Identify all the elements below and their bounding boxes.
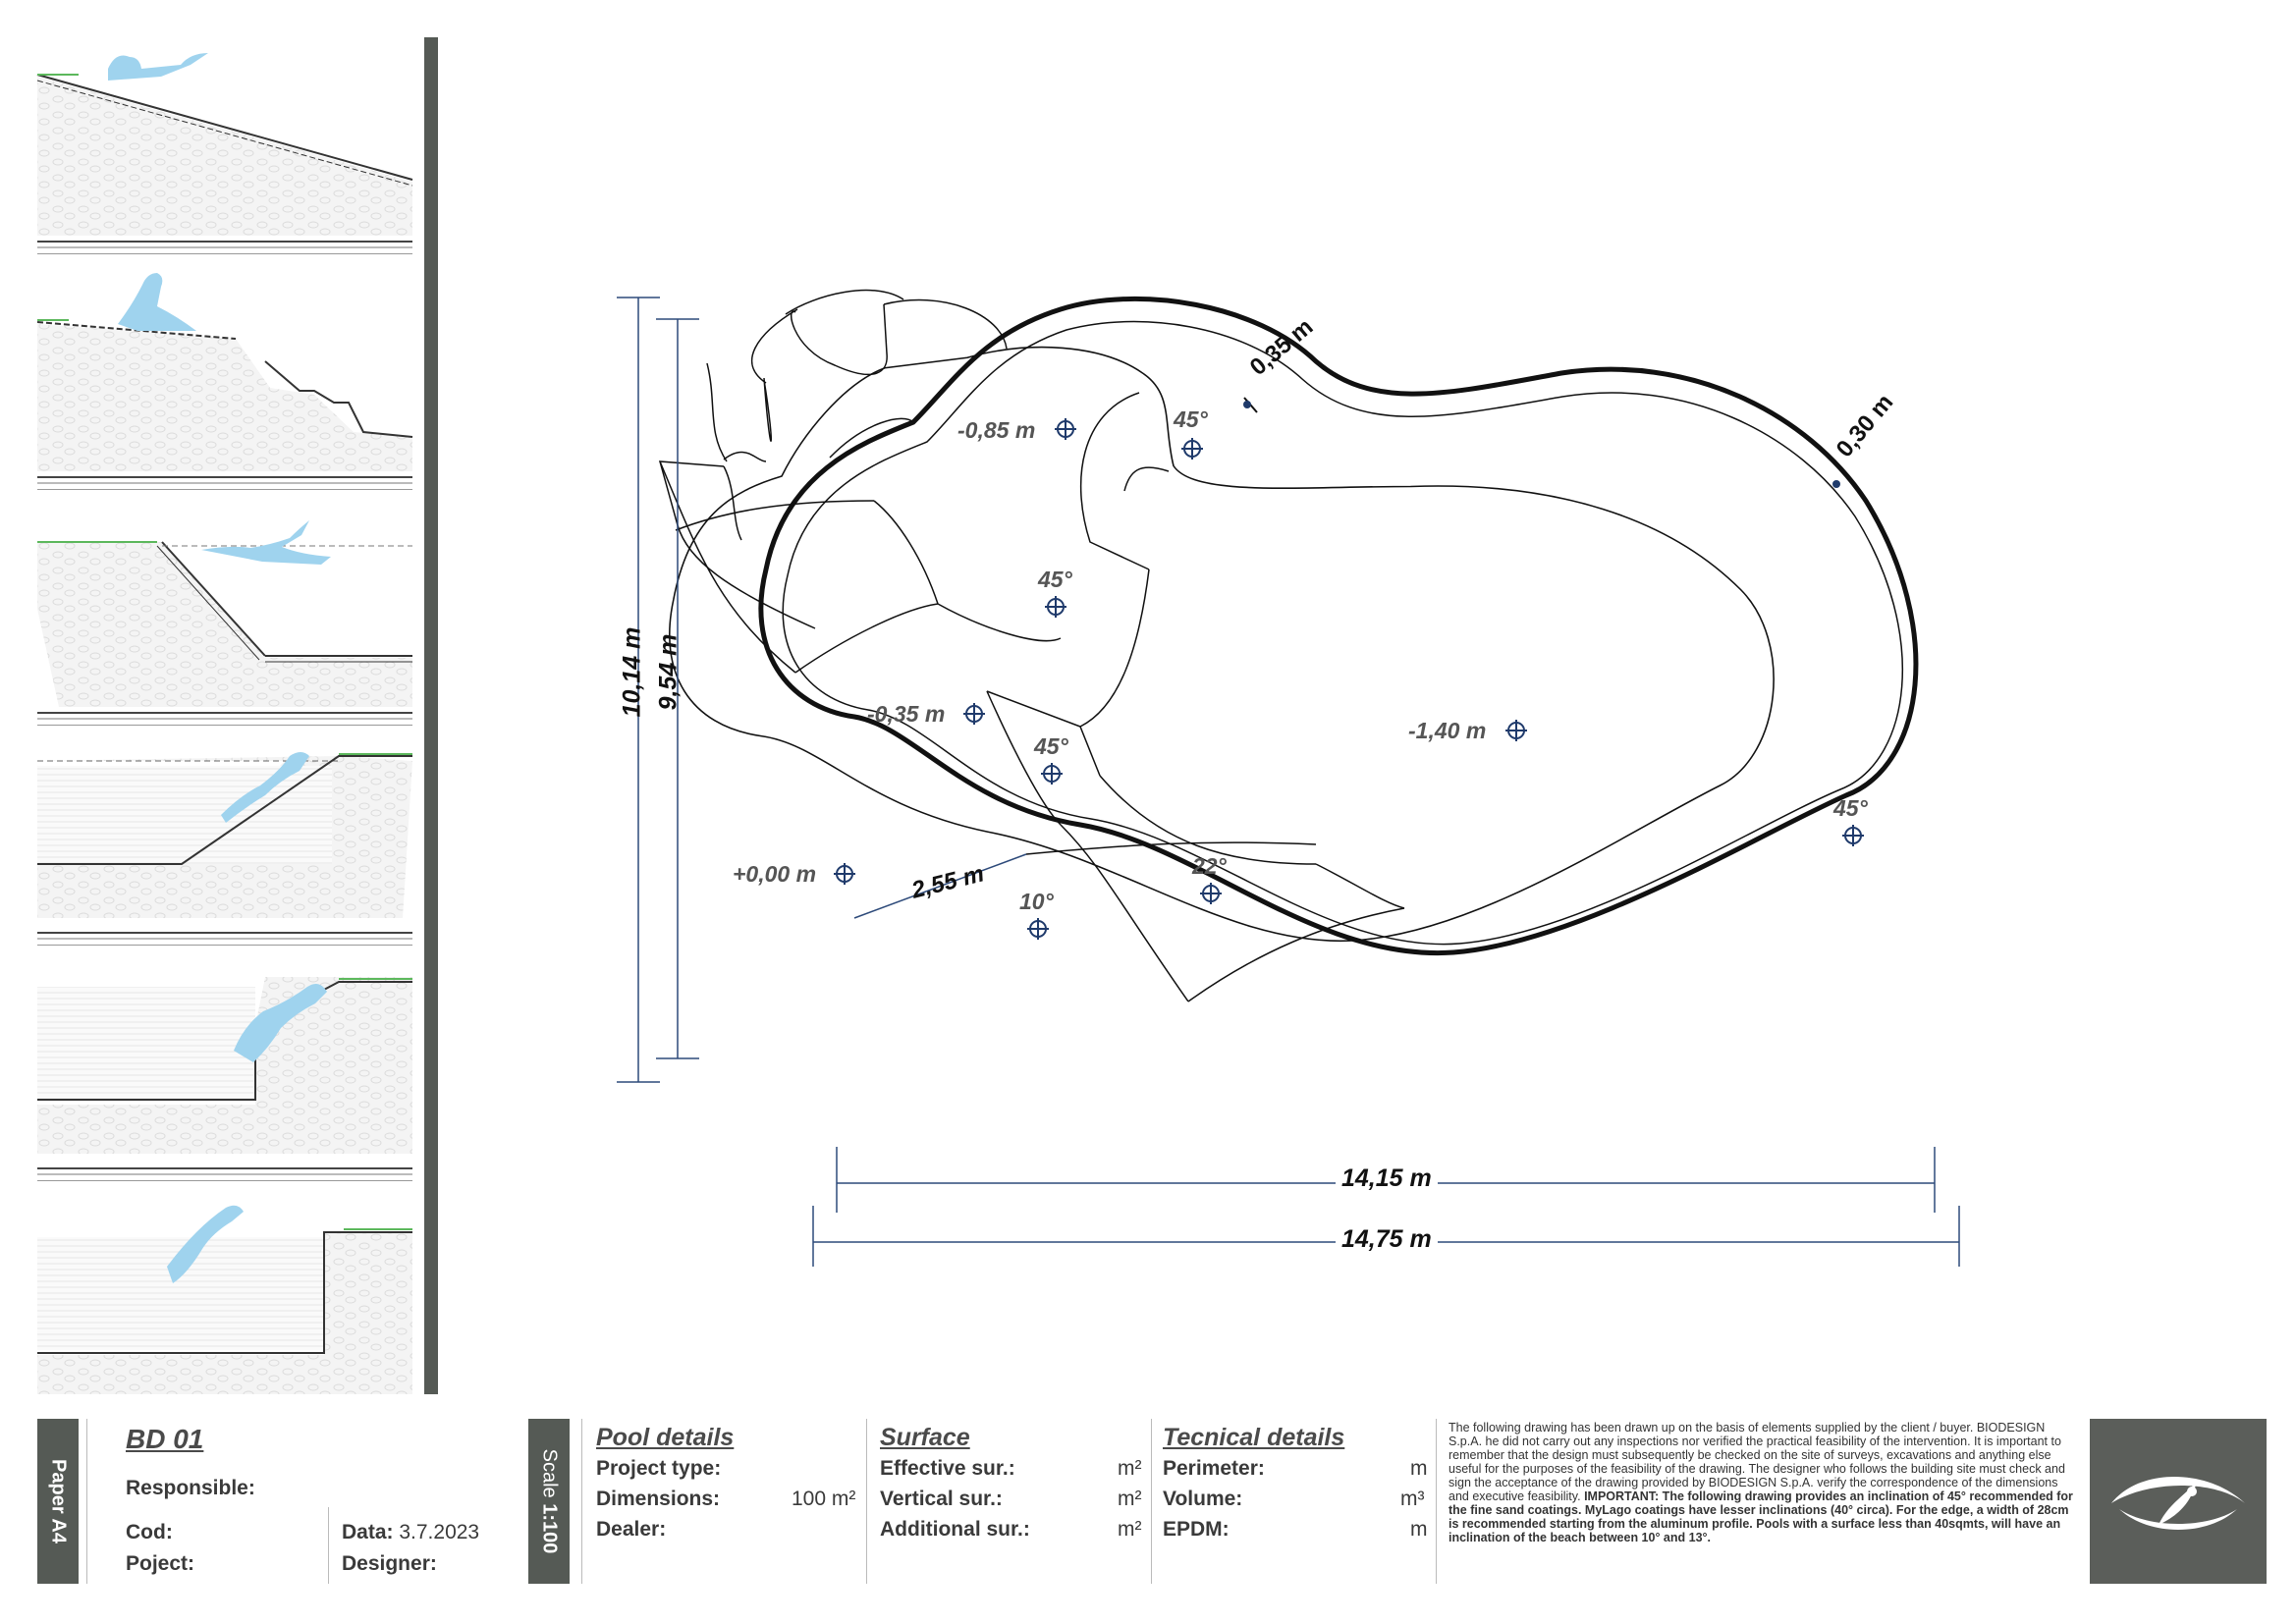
swimmer-figure	[221, 752, 309, 823]
volume-unit: m³	[1400, 1488, 1425, 1510]
disclaimer-notes: The following drawing has been drawn up …	[1449, 1421, 2077, 1544]
column-separator	[424, 37, 438, 1394]
level-marker-icon	[834, 863, 855, 885]
divider	[37, 489, 412, 490]
swimmer-figure	[167, 1205, 244, 1283]
dimensions-value: 100 m²	[792, 1488, 856, 1510]
point-label: 45°	[1833, 795, 1868, 821]
dim-height-inner: 9,54 m	[654, 633, 683, 711]
additional-surface-label: Additional sur.:	[880, 1518, 1030, 1541]
level-marker-icon	[1055, 418, 1076, 440]
pool-outer-edge	[758, 296, 1919, 956]
profile-slope-45	[37, 520, 412, 720]
project-label: Poject:	[126, 1552, 195, 1575]
profile-deep-wall	[37, 1205, 412, 1394]
divider	[581, 1419, 582, 1584]
cod-label: Cod:	[126, 1521, 173, 1543]
level-marker-icon	[1200, 883, 1222, 904]
beach-length-line	[853, 853, 1027, 919]
divider	[37, 725, 412, 726]
paper-tab: Paper A4	[37, 1419, 79, 1584]
dim-width-outer: 14,75 m	[1336, 1225, 1438, 1254]
level-marker-icon	[1505, 720, 1527, 741]
vertical-surface-label: Vertical sur.:	[880, 1488, 1003, 1510]
disclaimer-important: IMPORTANT: The following drawing provide…	[1449, 1489, 2073, 1544]
surface-title: Surface	[880, 1424, 970, 1451]
dim-height-inner-wrap: 9,54 m	[646, 628, 705, 727]
disclaimer-normal: The following drawing has been drawn up …	[1449, 1421, 2065, 1503]
point-label: 22°	[1192, 853, 1227, 879]
date-field: Data: 3.7.2023	[342, 1521, 480, 1543]
pool-plan	[658, 289, 1919, 956]
biodesign-logo-icon	[2111, 1477, 2245, 1530]
dealer-label: Dealer:	[596, 1518, 667, 1541]
swimmer-figure	[234, 983, 327, 1062]
vertical-surface-unit: m²	[1118, 1488, 1142, 1510]
logo-box	[2090, 1419, 2267, 1584]
point-label: 45°	[1038, 567, 1072, 592]
dim-width-inner: 14,15 m	[1336, 1164, 1438, 1193]
point-label: 10°	[1019, 889, 1054, 914]
divider	[1151, 1419, 1152, 1584]
pool-water-line	[669, 346, 1775, 943]
pool-details-title: Pool details	[596, 1424, 735, 1451]
profile-wall-climb	[37, 977, 412, 1175]
divider	[37, 945, 412, 946]
level-marker-icon	[1027, 918, 1049, 940]
level-marker-icon	[1842, 825, 1864, 846]
swimmer-figure	[108, 53, 208, 81]
effective-surface-unit: m²	[1118, 1457, 1142, 1480]
divider	[37, 1180, 412, 1181]
divider	[866, 1419, 867, 1584]
volume-label: Volume:	[1163, 1488, 1243, 1510]
drawing-code: BD 01	[126, 1424, 204, 1454]
pool-inner-edge	[782, 320, 1903, 946]
point-label: -0,85 m	[957, 417, 1036, 443]
profile-steps	[36, 273, 413, 484]
epdm-label: EPDM:	[1163, 1518, 1230, 1541]
point-label: -1,40 m	[1408, 718, 1487, 743]
zone-lines	[658, 289, 1062, 674]
section-profiles	[36, 53, 413, 1394]
technical-title: Tecnical details	[1163, 1424, 1345, 1451]
dimensions-label: Dimensions:	[596, 1488, 721, 1510]
scale-tab: Scale 1:100	[528, 1419, 570, 1584]
point-label: +0,00 m	[733, 861, 817, 887]
perimeter-label: Perimeter:	[1163, 1457, 1265, 1480]
perimeter-unit: m	[1410, 1457, 1428, 1480]
dim-height-outer: 10,14 m	[618, 626, 646, 718]
divider	[1436, 1419, 1437, 1584]
level-marker-icon	[1045, 596, 1066, 618]
project-type-label: Project type:	[596, 1457, 722, 1480]
point-label: -0,35 m	[867, 701, 946, 727]
level-marker-icon	[1041, 763, 1063, 785]
point-label: 45°	[1174, 406, 1208, 432]
date-value: 3.7.2023	[399, 1521, 480, 1543]
swimmer-figure	[118, 273, 196, 331]
divider	[86, 1419, 87, 1584]
responsible-label: Responsible:	[126, 1477, 255, 1499]
level-marker-icon	[1181, 438, 1203, 460]
scale-value: 1:100	[538, 1503, 561, 1554]
additional-surface-unit: m²	[1118, 1518, 1142, 1541]
paper-size: Paper A4	[47, 1459, 70, 1543]
swimmer-figure	[201, 520, 331, 565]
point-label: 45°	[1034, 733, 1068, 759]
designer-label: Designer:	[342, 1552, 437, 1575]
divider	[328, 1507, 329, 1584]
scale-field: Scale 1:100	[538, 1448, 561, 1554]
level-marker-icon	[963, 703, 985, 725]
epdm-unit: m	[1410, 1518, 1428, 1541]
profile-climb	[37, 752, 412, 940]
profile-beach	[36, 53, 413, 248]
effective-surface-label: Effective sur.:	[880, 1457, 1015, 1480]
divider	[37, 253, 412, 254]
